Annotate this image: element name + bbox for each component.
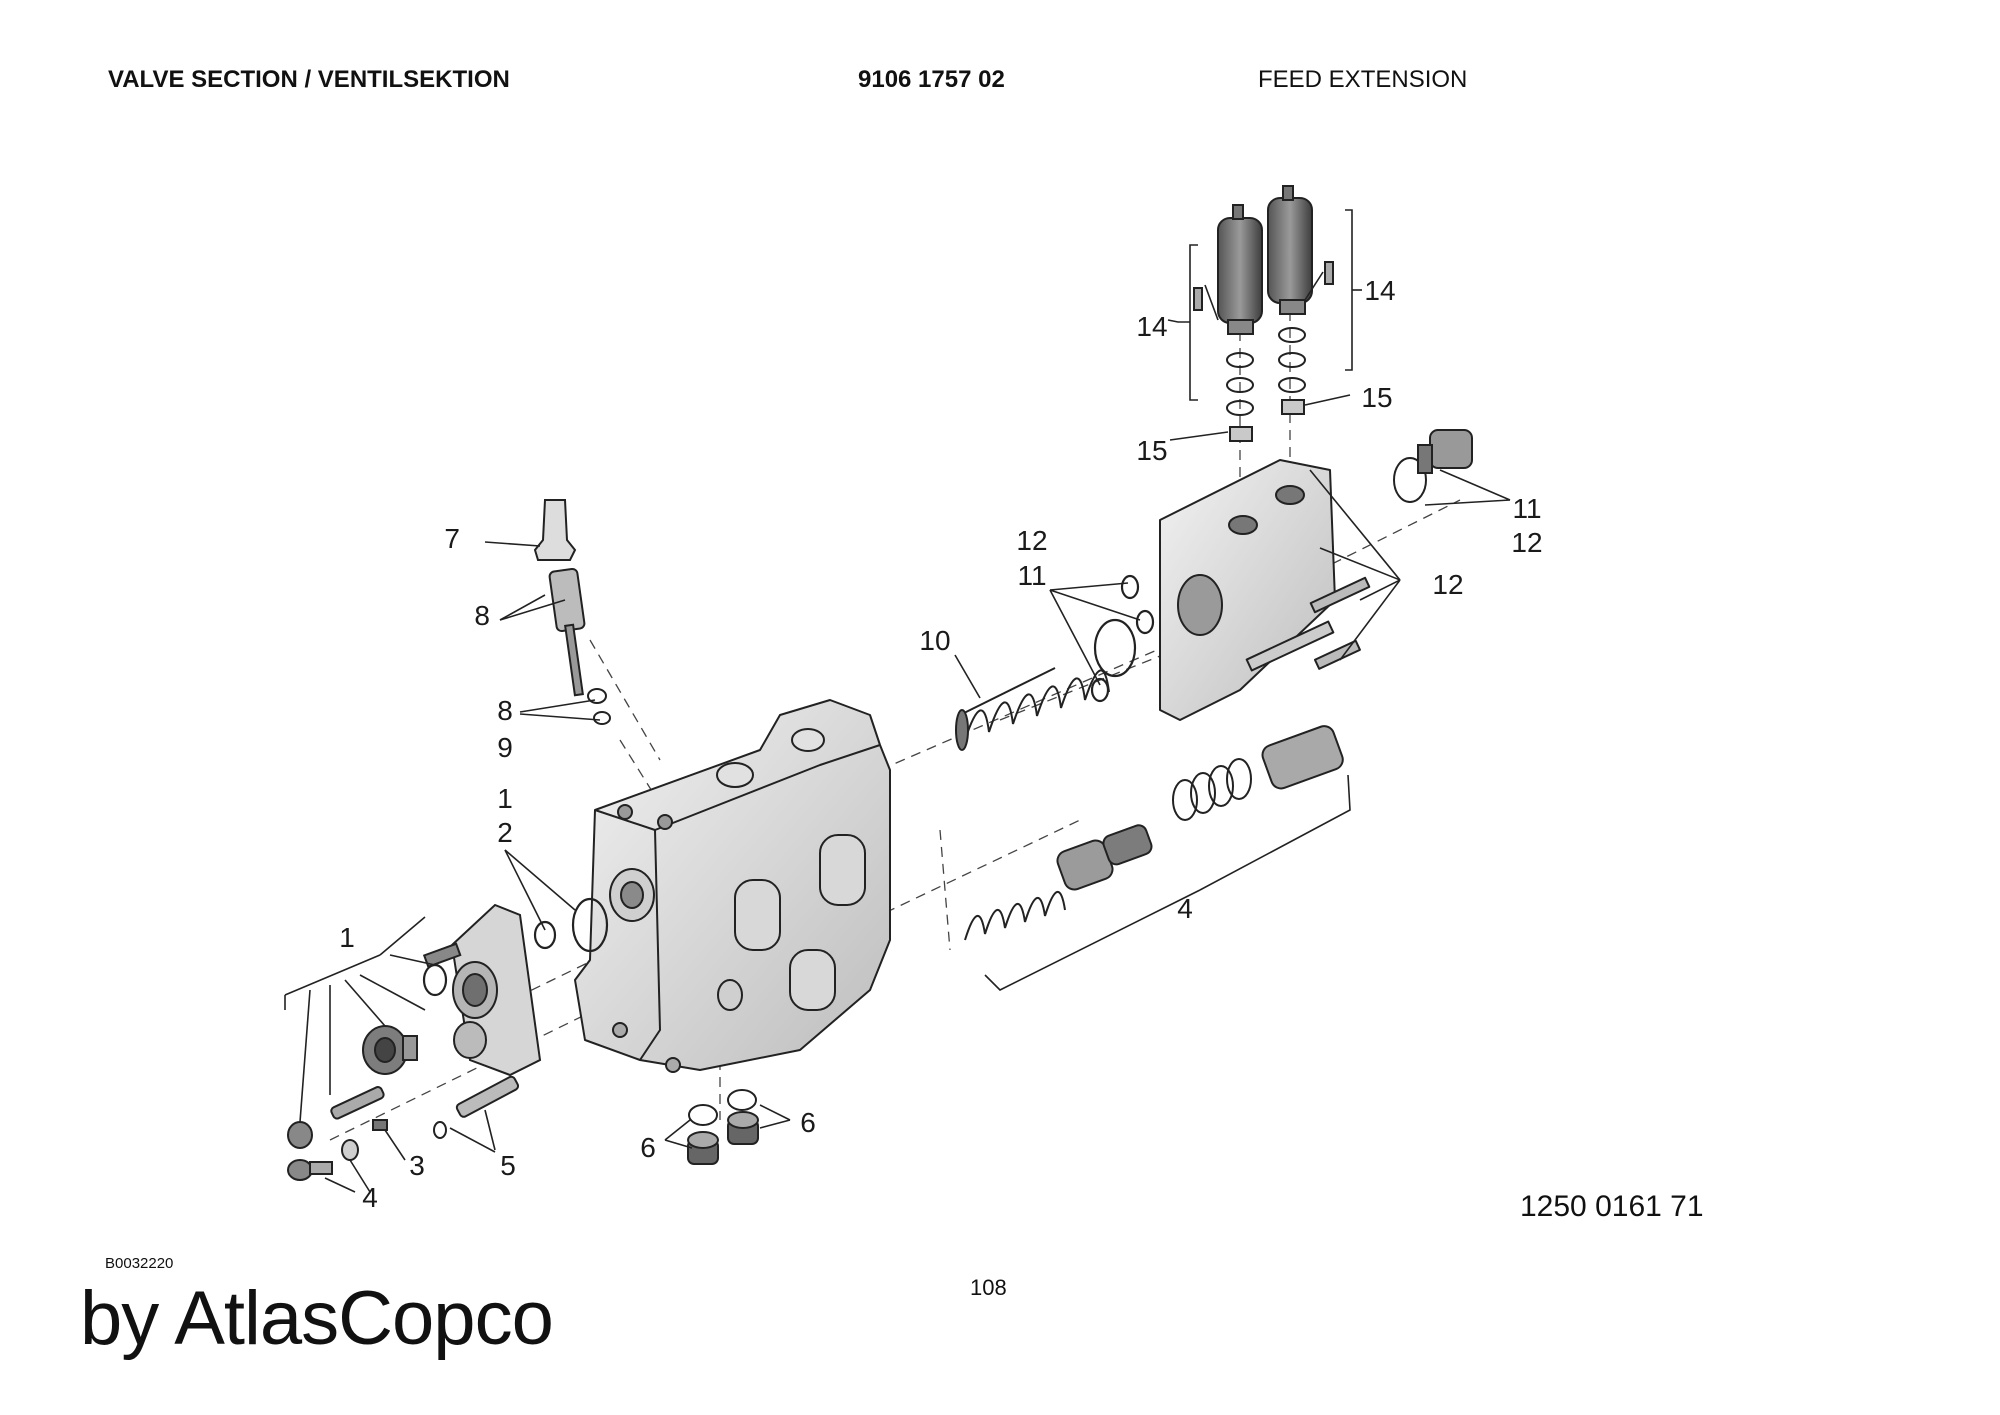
watermark: by AtlasCopco	[80, 1276, 554, 1361]
callout-5: 5	[500, 1150, 516, 1181]
callout-9: 9	[497, 732, 513, 763]
page-number: 108	[970, 1275, 1007, 1300]
callout-12-right-b: 12	[1432, 569, 1463, 600]
callout-10: 10	[919, 625, 950, 656]
drawing-number: 1250 0161 71	[1520, 1190, 1704, 1223]
callout-14-left: 14	[1136, 311, 1167, 342]
section-subtitle: FEED EXTENSION	[1258, 66, 1468, 93]
callout-11-mid: 11	[1017, 560, 1046, 591]
callout-15-left: 15	[1136, 435, 1167, 466]
callout-8-upper: 8	[474, 600, 490, 631]
o-rings-right	[1090, 574, 1155, 703]
callout-12-mid: 12	[1016, 525, 1047, 556]
callout-3: 3	[409, 1150, 425, 1181]
callout-15-right: 15	[1361, 382, 1392, 413]
leader-lines	[284, 209, 1511, 1193]
callout-1-top: 1	[497, 783, 513, 814]
right-plug	[1393, 429, 1473, 503]
callout-7: 7	[444, 523, 460, 554]
callout-8-lower: 8	[497, 695, 513, 726]
solenoid-coils	[1193, 185, 1334, 335]
end-cover	[450, 903, 542, 1077]
callout-numbers: 7 8 8 9 1 2 1 3 4 5 6 6 4 10 12 11 11 12…	[339, 275, 1542, 1213]
solenoid-seals	[1226, 327, 1306, 442]
exploded-valve-diagram: 7 8 8 9 1 2 1 3 4 5 6 6 4 10 12 11 11 12…	[284, 185, 1543, 1213]
callout-4-left: 4	[362, 1182, 378, 1213]
callout-1-left: 1	[339, 922, 355, 953]
valve-block	[574, 699, 891, 1073]
image-reference: B0032220	[105, 1255, 174, 1272]
part-number: 9106 1757 02	[858, 66, 1005, 93]
small-parts-left	[287, 942, 520, 1181]
spool-assembly	[964, 725, 1344, 941]
callout-6-right: 6	[800, 1107, 816, 1138]
spring-10	[955, 667, 1110, 751]
solenoid-housing	[1159, 459, 1371, 721]
bottom-plugs	[687, 1089, 759, 1165]
callout-4-right: 4	[1177, 893, 1193, 924]
callout-6-left: 6	[640, 1132, 656, 1163]
callout-12-right-a: 12	[1511, 527, 1542, 558]
relief-cartridge	[533, 499, 611, 725]
section-title: VALVE SECTION / VENTILSEKTION	[108, 66, 510, 93]
callout-2-top: 2	[497, 817, 513, 848]
callout-11-right: 11	[1512, 493, 1541, 524]
callout-14-right: 14	[1364, 275, 1395, 306]
